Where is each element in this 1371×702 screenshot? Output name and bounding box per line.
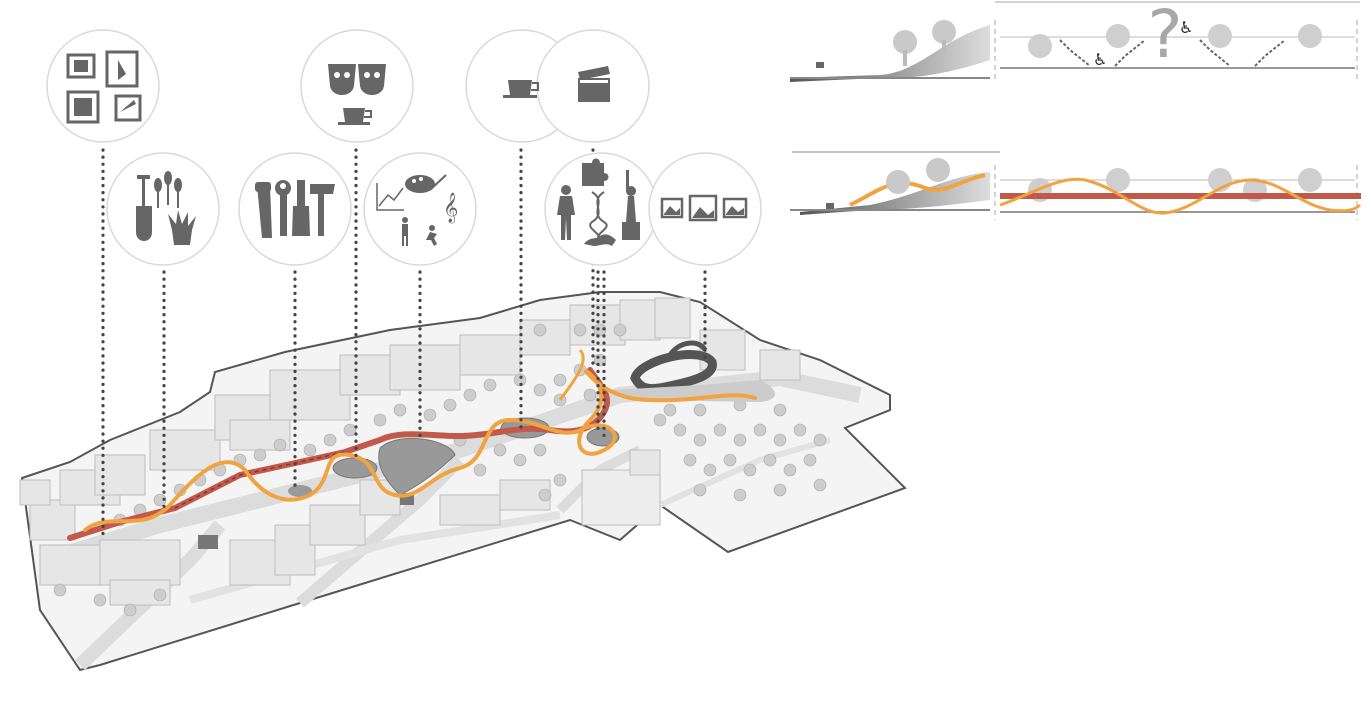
site-plan xyxy=(20,292,905,670)
music-note-icon: 𝄞 xyxy=(443,192,458,224)
bubble-theatre xyxy=(301,30,413,142)
wheelchair-icon: ♿ xyxy=(1179,20,1193,36)
bubble-activities xyxy=(364,153,476,265)
clapperboard-icon xyxy=(578,66,610,102)
main-path-red xyxy=(1000,193,1361,199)
bubble-garden-tools xyxy=(107,153,219,265)
bubble-art-frames xyxy=(47,30,159,142)
section-bottom-left xyxy=(790,152,1000,215)
dark-building xyxy=(198,535,218,549)
section-bottom-right xyxy=(995,165,1361,220)
svg-text:𝄞: 𝄞 xyxy=(443,192,458,224)
section-top-left xyxy=(790,20,990,82)
wheelchair-icon: ♿ xyxy=(1093,52,1107,68)
bubble-gallery xyxy=(649,153,761,265)
